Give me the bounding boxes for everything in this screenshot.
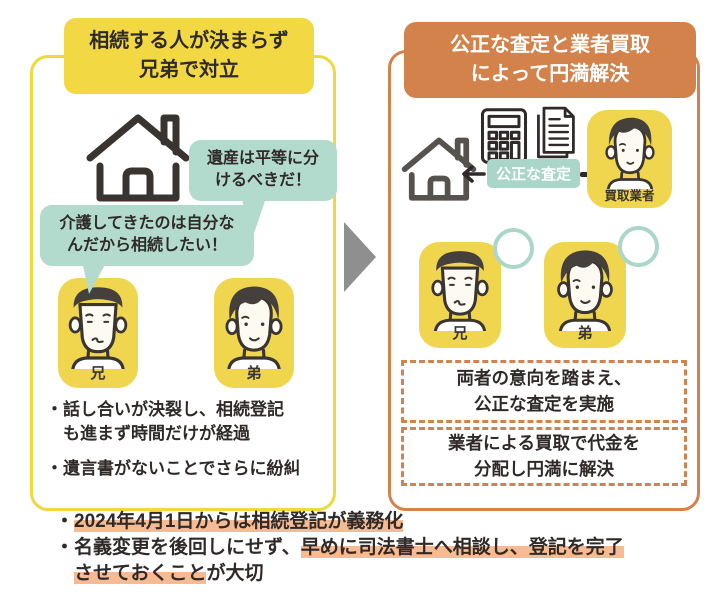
footer-line: ・名義変更を後回しにせず、早めに司法書士へ相談し、登記を完了 bbox=[55, 535, 710, 561]
footer-highlight: 早めに司法書士へ相談し、登記を完了 bbox=[300, 537, 624, 559]
footer-line: させておくことが大切 bbox=[55, 561, 710, 587]
footer-highlight: 2024年4月1日からは相続登記が義務化 bbox=[74, 511, 404, 532]
character-label: 買取業者 bbox=[604, 189, 655, 203]
younger-brother-face-icon bbox=[225, 286, 283, 369]
younger-brother-face-icon bbox=[557, 250, 613, 331]
connector-dash bbox=[580, 172, 589, 177]
footer-text: が大切 bbox=[206, 563, 264, 585]
character-buyer: 買取業者 bbox=[587, 110, 672, 208]
buyout-note-box: 業者による買取で代金を 分配し円満に解決 bbox=[401, 427, 687, 486]
house-icon bbox=[86, 114, 190, 202]
footer-highlight: させておくこと bbox=[74, 563, 207, 585]
older-brother-face-icon bbox=[431, 251, 489, 331]
footer-text: 名義変更を後回しにせず、 bbox=[74, 537, 301, 559]
character-younger-brother: 弟 bbox=[214, 278, 294, 388]
problem-bullets: ・話し合いが決裂し、相続登記 も進まず時間だけが経過 ・遺言書がないことでさらに… bbox=[46, 398, 324, 481]
document-icon bbox=[537, 106, 575, 159]
character-label: 兄 bbox=[452, 325, 468, 342]
footer-text bbox=[55, 563, 74, 584]
footer-line: ・2024年4月1日からは相続登記が義務化 bbox=[55, 509, 710, 535]
house-icon bbox=[401, 137, 477, 201]
character-older-brother: 兄 bbox=[419, 242, 501, 348]
calculator-icon bbox=[480, 108, 528, 164]
footer-bullet: ・ bbox=[55, 511, 75, 532]
appraisal-note-box: 両者の意向を踏まえ、 公正な査定を実施 bbox=[401, 360, 687, 423]
older-brother-face-icon bbox=[68, 287, 128, 369]
character-older-brother: 兄 bbox=[58, 278, 138, 388]
solution-title: 公正な査定と業者買取 によって円満解決 bbox=[404, 22, 696, 98]
character-label: 弟 bbox=[577, 325, 593, 342]
agreement-circle-icon bbox=[618, 226, 659, 267]
transition-arrow-icon bbox=[344, 222, 376, 292]
buyer-face-icon bbox=[604, 117, 655, 189]
bullet-item: ・話し合いが決裂し、相続登記 も進まず時間だけが経過 bbox=[46, 400, 284, 444]
arrow-left-icon bbox=[462, 165, 486, 183]
bullet-item: ・遺言書がないことでさらに紛糾 bbox=[46, 459, 301, 479]
agreement-circle-icon bbox=[493, 228, 534, 269]
character-label: 弟 bbox=[246, 365, 262, 382]
fair-appraisal-badge: 公正な査定 bbox=[487, 159, 581, 188]
character-label: 兄 bbox=[90, 365, 106, 382]
speech-bubble-caregiver: 介護してきたのは自分な んだから相続したい！ bbox=[40, 205, 254, 266]
footer-notes: ・2024年4月1日からは相続登記が義務化 ・名義変更を後回しにせず、早めに司法… bbox=[55, 509, 710, 588]
speech-bubble-equal-share: 遺産は平等に分 けるべきだ！ bbox=[189, 140, 337, 201]
speech-bubble-tail bbox=[82, 261, 107, 294]
character-younger-brother: 弟 bbox=[544, 242, 626, 348]
footer-bullet: ・ bbox=[55, 537, 75, 559]
problem-title: 相続する人が決まらず 兄弟で対立 bbox=[64, 18, 314, 94]
